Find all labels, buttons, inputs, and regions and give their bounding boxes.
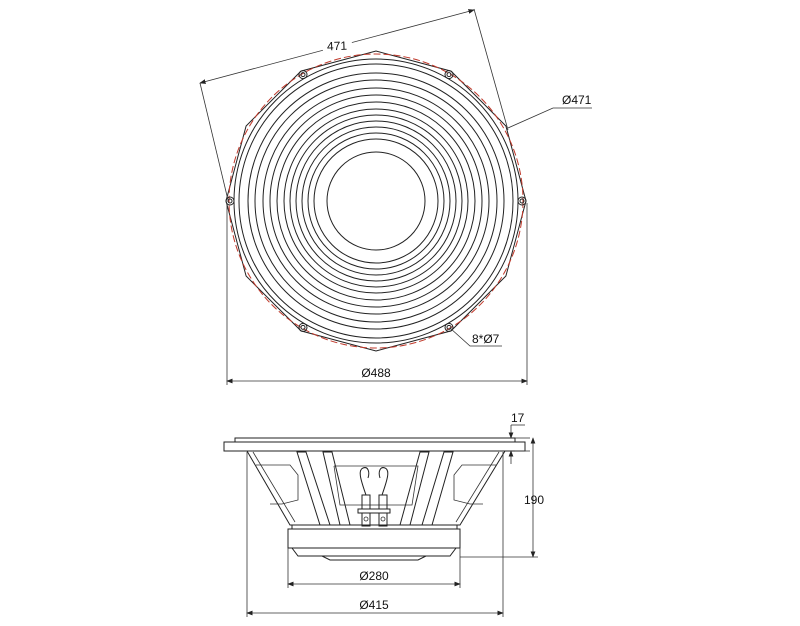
- mounting-hole: [517, 196, 527, 206]
- mounting-hole: [519, 198, 525, 204]
- mounting-hole: [300, 324, 306, 330]
- terminal-block: [357, 508, 391, 514]
- dim-190-label: 190: [524, 493, 544, 507]
- surround-ring: [283, 108, 469, 294]
- mounting-hole: [225, 196, 235, 206]
- extension-line: [473, 8, 509, 131]
- mounting-hole: [298, 322, 308, 332]
- lead-wire: [378, 467, 389, 496]
- mounting-hole: [446, 324, 452, 330]
- mounting-hole: [227, 198, 233, 204]
- dim-471-label: 471: [327, 39, 348, 54]
- surround-ring: [262, 87, 490, 315]
- surround-ring: [307, 132, 445, 270]
- dim-280-label: Ø280: [359, 569, 389, 583]
- dust-cap: [326, 151, 426, 251]
- leader-bolt-circle: [507, 107, 592, 129]
- top-view: 471 Ø471 8*Ø7 Ø488: [199, 8, 592, 385]
- surround-ring: [276, 101, 476, 301]
- surround-ring: [247, 72, 505, 330]
- mounting-holes: [225, 70, 527, 332]
- back-plate: [291, 547, 457, 557]
- surround-ring: [289, 114, 463, 288]
- terminal: [361, 512, 371, 527]
- surround-ring: [238, 63, 514, 339]
- surround-ring: [254, 79, 498, 323]
- back-cap: [321, 555, 427, 561]
- flange: [223, 441, 526, 452]
- surround-ring: [269, 94, 483, 308]
- dim-488-label: Ø488: [361, 366, 391, 380]
- surround-rings: [233, 58, 519, 344]
- mounting-hole: [444, 322, 454, 332]
- lead-wire: [359, 467, 370, 496]
- frame-outline: [225, 50, 527, 352]
- leader-holes: [449, 327, 502, 347]
- magnet: [287, 528, 461, 549]
- dim-17-label: 17: [511, 411, 525, 425]
- dim-holes-label: 8*Ø7: [472, 332, 500, 346]
- surround-ring: [295, 120, 457, 282]
- surround-ring: [301, 126, 451, 276]
- bolt-circle: [228, 53, 524, 349]
- top-plate: [291, 524, 458, 530]
- dim-415-label: Ø415: [359, 598, 389, 612]
- terminal: [378, 512, 388, 527]
- basket: [246, 450, 506, 526]
- basket-spoke: [322, 451, 351, 526]
- dim-bolt-circle-label: Ø471: [562, 93, 592, 107]
- surround-ring: [313, 138, 439, 264]
- gasket: [234, 437, 516, 443]
- extension-line: [199, 82, 229, 201]
- side-view: 17 190 Ø280 Ø415: [223, 411, 544, 617]
